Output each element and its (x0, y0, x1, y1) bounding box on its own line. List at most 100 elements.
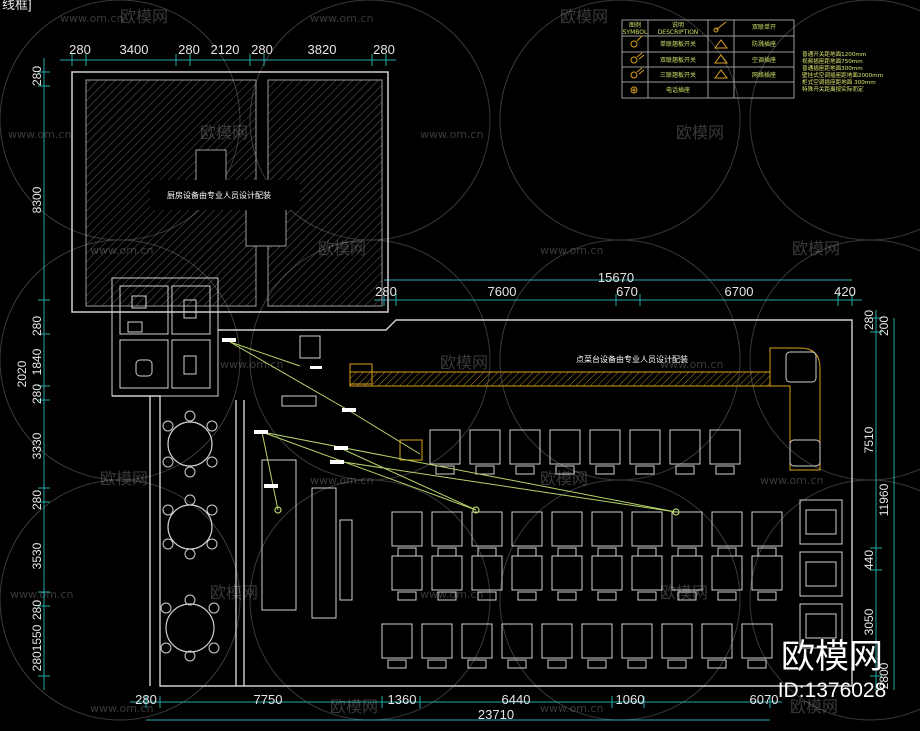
mid-dim-4: 6700 (725, 284, 754, 299)
legend-header-desc-1: 说明 (672, 21, 684, 29)
table-grid (381, 429, 783, 669)
mid-dim-5: 420 (834, 284, 856, 299)
chair (717, 591, 737, 601)
note-5: 柜式空调插座距地面 300mm (802, 78, 876, 86)
chair (747, 659, 767, 669)
mid-dimension-line (374, 279, 862, 306)
legend-header-desc-2: DESCRIPTION (658, 29, 699, 36)
dining-table (469, 429, 501, 465)
bottom-dimension-line (130, 696, 782, 721)
note-6: 特殊开关距离按实际而定 (802, 85, 864, 93)
top-dim-3: 280 (178, 42, 200, 57)
legend-item-left-4: 电话插座 (666, 86, 690, 94)
watermark-brand: 欧模网 (792, 239, 840, 258)
chair (597, 547, 617, 557)
outlet-marker-6 (264, 484, 278, 488)
chair (717, 547, 737, 557)
chair (437, 591, 457, 601)
legend-item-right-4: 网络插座 (752, 71, 776, 79)
bottom-total-dim: 23710 (478, 707, 514, 722)
bottom-dim-1: 280 (135, 692, 157, 707)
dining-outline (112, 319, 853, 687)
legend-item-left-1: 单联翘板开关 (660, 40, 696, 48)
legend-header-symbol-1: 图例 (629, 21, 641, 29)
watermark-url: www.om.cn (90, 702, 153, 715)
chair (677, 547, 697, 557)
watermark-brand: 欧模网 (676, 123, 724, 142)
chair (517, 591, 537, 601)
dining-table (629, 429, 661, 465)
dining-table (431, 511, 463, 547)
chair (427, 659, 447, 669)
outlet-marker-7 (310, 366, 322, 369)
dining-table (431, 555, 463, 591)
left-dim-4: 2020 (15, 360, 29, 387)
legend-item-right-1: 双联单开 (752, 23, 776, 31)
dining-table (511, 555, 543, 591)
watermark-url: www.om.cn (10, 588, 73, 601)
note-3: 普通插座距地面300mm (802, 64, 863, 72)
junction-points (274, 506, 680, 516)
legend-item-right-3: 空调插座 (752, 56, 776, 64)
dining-table (661, 623, 693, 659)
left-dim-7: 3330 (30, 432, 44, 459)
bottom-dim-6: 6070 (750, 692, 779, 707)
bottom-dim-2: 7750 (254, 692, 283, 707)
chair (557, 547, 577, 557)
watermark-url: www.om.cn (540, 702, 603, 715)
watermark-url: www.om.cn (8, 128, 71, 141)
right-dim-7: 2800 (877, 662, 891, 689)
top-dim-1: 280 (69, 42, 91, 57)
dining-table (551, 511, 583, 547)
watermark-url: www.om.cn (90, 244, 153, 257)
note-2: 视频插座距地面750mm (802, 57, 863, 65)
dining-table (671, 511, 703, 547)
left-dim-5: 1840 (30, 348, 44, 375)
dining-table (591, 511, 623, 547)
chair (707, 659, 727, 669)
outlet-marker-3 (254, 430, 268, 434)
chair (435, 465, 455, 475)
watermark-url: www.om.cn (660, 358, 723, 371)
dining-table (621, 623, 653, 659)
dining-table (631, 555, 663, 591)
service-strip (261, 459, 353, 619)
dining-table (509, 429, 541, 465)
watermark-url: www.om.cn (420, 128, 483, 141)
chair (477, 591, 497, 601)
watermark-brand: 欧模网 (100, 469, 148, 488)
right-dim-4: 11960 (877, 483, 891, 516)
watermark-url: www.om.cn (540, 244, 603, 257)
electrical-wiring (229, 341, 677, 513)
watermark-brand: 欧模网 (560, 7, 608, 26)
legend-item-left-2: 双联翘板开关 (660, 56, 696, 64)
outlet-marker-1 (222, 338, 236, 342)
dining-table (511, 511, 543, 547)
dining-table (501, 623, 533, 659)
chair (467, 659, 487, 669)
chair (597, 591, 617, 601)
left-dim-2: 8300 (30, 186, 44, 213)
watermark-brand: 欧模网 (330, 697, 378, 716)
left-dim-3: 280 (30, 316, 44, 336)
watermark-brand: 欧模网 (200, 123, 248, 142)
round-tables (160, 410, 220, 662)
restroom-block (111, 277, 219, 397)
outlet-marker-5 (330, 460, 344, 464)
watermark-url: www.om.cn (310, 12, 373, 25)
dining-table (669, 429, 701, 465)
dining-table (391, 511, 423, 547)
top-dim-6: 3820 (308, 42, 337, 57)
chair (387, 659, 407, 669)
watermark-url: www.om.cn (220, 358, 283, 371)
legend-item-right-2: 防溅插座 (752, 40, 776, 48)
chair (675, 465, 695, 475)
top-dim-5: 280 (251, 42, 273, 57)
dining-table (589, 429, 621, 465)
dining-table (471, 511, 503, 547)
dining-table (711, 511, 743, 547)
chair (587, 659, 607, 669)
chair (757, 547, 777, 557)
chair (557, 591, 577, 601)
chair (515, 465, 535, 475)
